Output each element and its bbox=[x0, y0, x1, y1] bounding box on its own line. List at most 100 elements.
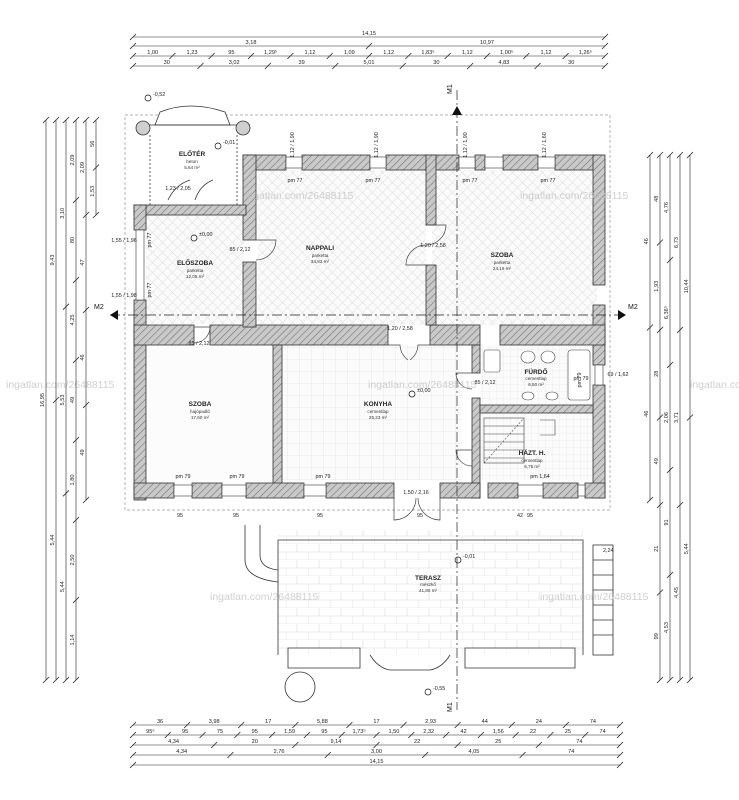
dim-label: 5,44 bbox=[60, 581, 66, 592]
dim-label: 6,36⁵ bbox=[663, 306, 670, 319]
opening-label: 95 bbox=[527, 513, 533, 519]
room-szoba-sw-floor: hajópadló bbox=[190, 409, 210, 414]
dim-label: 46 bbox=[644, 238, 650, 244]
dim-label: 46 bbox=[80, 354, 86, 360]
dim-label: 24 bbox=[536, 719, 542, 725]
dim-label: 2,32 bbox=[423, 729, 434, 735]
dim-label: 2,09 bbox=[70, 155, 76, 166]
section-lines bbox=[110, 90, 625, 710]
dim-label: 4,76 bbox=[664, 202, 670, 213]
room-terasz-floor: mészkő bbox=[420, 582, 436, 587]
opening-label: 1,12 / 1,60 bbox=[542, 132, 548, 157]
dim-label: 44 bbox=[482, 719, 488, 725]
room-szoba-sw-area: 17,60 m² bbox=[191, 415, 210, 420]
dim-label: 1,29⁵ bbox=[264, 49, 277, 56]
dim-label: 9,14 bbox=[330, 739, 341, 745]
dim-label: 39 bbox=[298, 60, 304, 66]
svg-text:ingatlan.com/26488115: ingatlan.com/26488115 bbox=[368, 379, 477, 391]
szoba-sw-floor bbox=[148, 345, 274, 480]
dim-label: 5,88 bbox=[317, 719, 328, 725]
svg-text:-0,52: -0,52 bbox=[153, 92, 165, 98]
dim-label: 2,06 bbox=[664, 412, 670, 423]
dim-label: 99 bbox=[654, 633, 660, 639]
bathroom-fixtures bbox=[483, 349, 591, 401]
dim-label: 49 bbox=[80, 449, 86, 455]
level-marker-konyha: ±0,00 bbox=[408, 388, 430, 398]
section-m2-left: M2 bbox=[94, 304, 104, 311]
walls bbox=[133, 154, 606, 501]
opening-label: 1,12 / 1,90 bbox=[463, 132, 469, 157]
opening-label: 95 bbox=[177, 513, 183, 519]
dim-label: 5,01 bbox=[364, 60, 375, 66]
room-furdo-floor: cementlap bbox=[525, 376, 547, 381]
room-nappali-name: NAPPALI bbox=[306, 245, 334, 252]
dim-label: 3,00 bbox=[371, 749, 382, 755]
opening-label: 1,12 / 1,90 bbox=[374, 132, 380, 157]
svg-text:±0,00: ±0,00 bbox=[199, 232, 212, 238]
svg-text:ingatlan.com/26488115: ingatlan.com/26488115 bbox=[210, 591, 319, 603]
dim-label: 49 bbox=[70, 397, 76, 403]
dim-label: 3,71 bbox=[674, 412, 680, 423]
room-furdo-area: 6,50 m² bbox=[528, 382, 544, 387]
dim-label: 1,59 bbox=[284, 729, 295, 735]
room-szoba-ne-area: 24,19 m² bbox=[493, 266, 512, 271]
dim-label: 4,25 bbox=[70, 315, 76, 326]
svg-text:ingatlan.com/26488115: ingatlan.com/26488115 bbox=[6, 379, 115, 391]
opening-label: 1,55 / 1,98 bbox=[111, 293, 136, 299]
room-eloszoba-area: 12,05 m² bbox=[186, 274, 205, 279]
opening-label: 95 bbox=[317, 513, 323, 519]
svg-text:-0,01: -0,01 bbox=[463, 554, 475, 560]
dim-label: 10,44 bbox=[684, 279, 690, 293]
opening-label: pm 79 bbox=[577, 373, 583, 388]
dim-label: 1,14 bbox=[70, 635, 76, 646]
dim-label: 17 bbox=[373, 719, 379, 725]
room-labels: ELŐTÉR beton 5,64 m² ELŐSZOBA parketta 1… bbox=[177, 149, 548, 593]
dim-label: 95 bbox=[182, 729, 188, 735]
level-marker-terasz: -0,01 bbox=[454, 554, 475, 564]
svg-text:ingatlan.com/26488115: ingatlan.com/26488115 bbox=[520, 190, 629, 202]
dim-label: 49 bbox=[654, 458, 660, 464]
opening-label: 85 / 2,12 bbox=[189, 341, 210, 347]
opening-label: pm 79 bbox=[176, 474, 191, 480]
dim-label: 25 bbox=[495, 739, 501, 745]
dim-label: 1,12 bbox=[305, 50, 316, 56]
opening-label: 1,20 / 2,58 bbox=[420, 243, 445, 249]
dim-label: 42 bbox=[460, 729, 466, 735]
dim-label: 3,98 bbox=[209, 719, 220, 725]
room-haztartas-floor: cementlap bbox=[521, 458, 543, 463]
dim-label: 30 bbox=[568, 60, 574, 66]
dim-label: 14,15 bbox=[362, 31, 376, 37]
dim-label: 1,83⁵ bbox=[421, 49, 434, 56]
level-marker-bottom: -0,55 bbox=[424, 686, 445, 696]
opening-label: pm 77 bbox=[541, 178, 556, 184]
opening-label: 42 bbox=[517, 513, 523, 519]
dim-label: 1,09 bbox=[344, 50, 355, 56]
dim-label: 56 bbox=[90, 141, 96, 147]
dim-label: 22 bbox=[530, 729, 536, 735]
dim-label: 14,15 bbox=[370, 759, 384, 765]
dim-label: 95⁵ bbox=[146, 728, 155, 735]
opening-label: 85 / 2,12 bbox=[230, 247, 251, 253]
dim-label: 4,34 bbox=[176, 749, 187, 755]
dim-label: 36 bbox=[157, 719, 163, 725]
dim-label: 3,18 bbox=[246, 40, 257, 46]
dim-label: 2,09 bbox=[80, 162, 86, 173]
dim-label: 20 bbox=[252, 739, 258, 745]
dim-label: 4,53 bbox=[664, 622, 670, 633]
level-marker-eloter: -0,01 bbox=[214, 140, 235, 150]
room-haztartas-name: HÁZT. H. bbox=[519, 448, 546, 457]
dim-label: 2,76 bbox=[274, 749, 285, 755]
svg-text:ingatlan.com/26488115: ingatlan.com/26488115 bbox=[540, 591, 649, 603]
section-markers bbox=[110, 106, 626, 320]
opening-label: pm 77 bbox=[366, 178, 381, 184]
dim-label: 5,44 bbox=[684, 543, 690, 554]
dim-label: 17 bbox=[265, 719, 271, 725]
dim-label: 1,56 bbox=[493, 729, 504, 735]
dim-label: 2,50 bbox=[70, 555, 76, 566]
opening-label: 1,50 / 2,16 bbox=[403, 490, 428, 496]
dim-label: 1,12 bbox=[383, 50, 394, 56]
dim-label: 1,26⁵ bbox=[579, 49, 592, 56]
level-marker-eloszoba: ±0,00 bbox=[190, 232, 212, 242]
dim-label: 2,93 bbox=[425, 719, 436, 725]
